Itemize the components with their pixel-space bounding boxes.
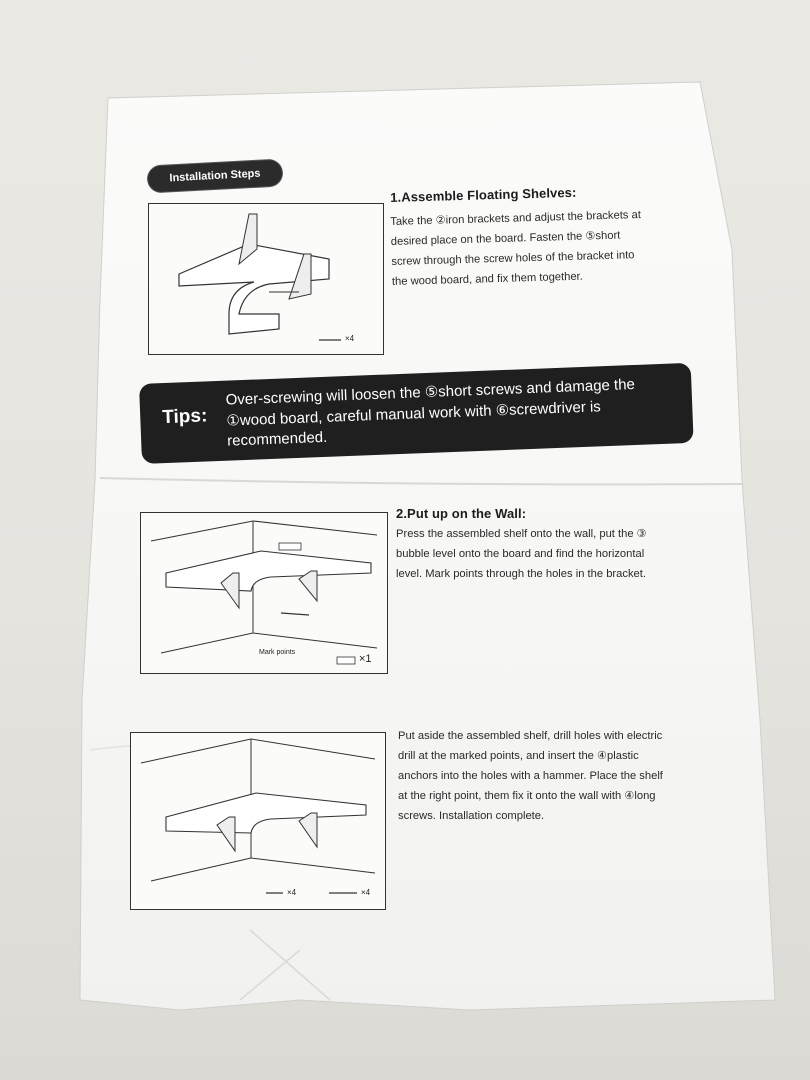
- step1-instructions: Take the ②iron brackets and adjust the b…: [390, 204, 682, 292]
- final-shelf-illustration: [140, 738, 376, 894]
- figure-assemble-shelf: ×4: [148, 203, 384, 355]
- shelf-bracket-illustration: [178, 213, 341, 341]
- step2-line: Press the assembled shelf onto the wall,…: [396, 528, 647, 540]
- bubble-level-qty: ×1: [359, 653, 372, 665]
- figure-put-up-wall: Mark points ×1: [140, 512, 388, 674]
- step2-instructions: Press the assembled shelf onto the wall,…: [396, 524, 696, 584]
- tips-text: Over-screwing will loosen the ⑤short scr…: [225, 373, 687, 452]
- long-screw-qty: ×4: [361, 888, 371, 897]
- step3-line: screws. Installation complete.: [398, 810, 545, 822]
- short-screw-qty: ×4: [345, 334, 355, 343]
- figure-final-install: ×4 ×4: [130, 732, 386, 910]
- step2-line: bubble level onto the board and find the…: [396, 548, 645, 560]
- step3-line: anchors into the holes with a hammer. Pl…: [398, 770, 663, 782]
- wall-mount-illustration: [150, 520, 378, 665]
- step3-line: at the right point, them fix it onto the…: [398, 790, 656, 802]
- step3-line: Put aside the assembled shelf, drill hol…: [398, 730, 663, 742]
- mark-points-label: Mark points: [259, 649, 296, 656]
- step3-instructions: Put aside the assembled shelf, drill hol…: [398, 726, 704, 826]
- tips-label: Tips:: [161, 405, 208, 429]
- step2-line: level. Mark points through the holes in …: [396, 568, 646, 580]
- plastic-anchor-qty: ×4: [287, 888, 297, 897]
- step2-heading: 2.Put up on the Wall:: [396, 506, 527, 521]
- step3-line: drill at the marked points, and insert t…: [398, 750, 639, 762]
